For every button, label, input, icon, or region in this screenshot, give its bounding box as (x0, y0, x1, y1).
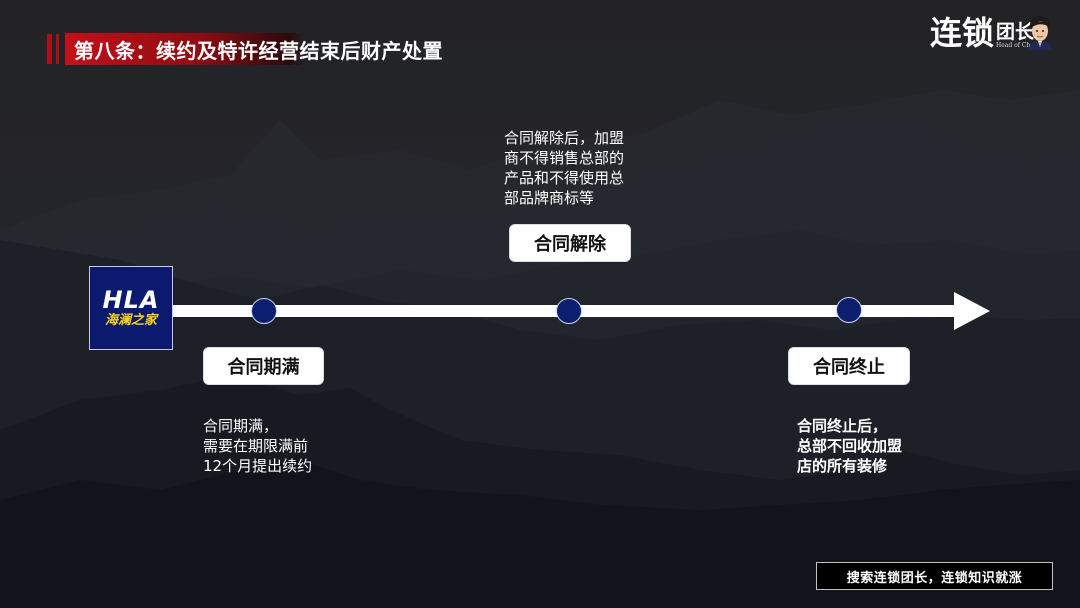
arrow-right-icon (954, 292, 990, 330)
title-bar: 第八条：续约及特许经营结束后财产处置 (65, 33, 451, 65)
event-description-termination: 合同解除后，加盟 商不得销售总部的 产品和不得使用总 部品牌商标等 (504, 129, 625, 207)
cartoon-man-avatar-icon (1028, 16, 1052, 50)
title-accent-stripe (47, 34, 52, 64)
event-label-end: 合同终止 (788, 347, 910, 385)
logo-name-cn: 海澜之家 (104, 313, 157, 328)
brand-name-sub: 团长 (995, 21, 1034, 43)
event-description-end: 合同终止后， 总部不回收加盟 店的所有装修 (797, 417, 903, 475)
event-label-text: 合同期满 (227, 357, 300, 378)
brand-sub: 团长 Head of Ch (996, 22, 1034, 50)
event-description-expiry: 合同期满， 需要在期限满前 12个月提出续约 (203, 417, 313, 475)
slide-title: 第八条：续约及特许经营结束后财产处置 (74, 38, 443, 63)
hla-logo: HLA 海澜之家 (89, 266, 173, 350)
timeline-node-expiry (251, 298, 277, 324)
slide-title-banner: 第八条：续约及特许经营结束后财产处置 (47, 33, 451, 65)
event-label-text: 合同终止 (813, 357, 885, 378)
event-label-text: 合同解除 (534, 234, 606, 255)
logo-abbr: HLA (102, 286, 160, 314)
event-label-termination: 合同解除 (509, 224, 631, 262)
footer-slogan: 搜索连锁团长，连锁知识就涨 (846, 570, 1023, 586)
brand-name-main: 连锁 (929, 14, 994, 52)
timeline-node-termination (556, 298, 582, 324)
title-accent-stripe-thin (56, 34, 59, 64)
event-label-expiry: 合同期满 (203, 347, 324, 385)
brand-tagline-en: Head of Ch (995, 42, 1031, 49)
footer-slogan-box: 搜索连锁团长，连锁知识就涨 (816, 562, 1053, 590)
brand-logo: 连锁 团长 Head of Ch (930, 14, 1054, 50)
timeline-node-end (836, 297, 862, 323)
